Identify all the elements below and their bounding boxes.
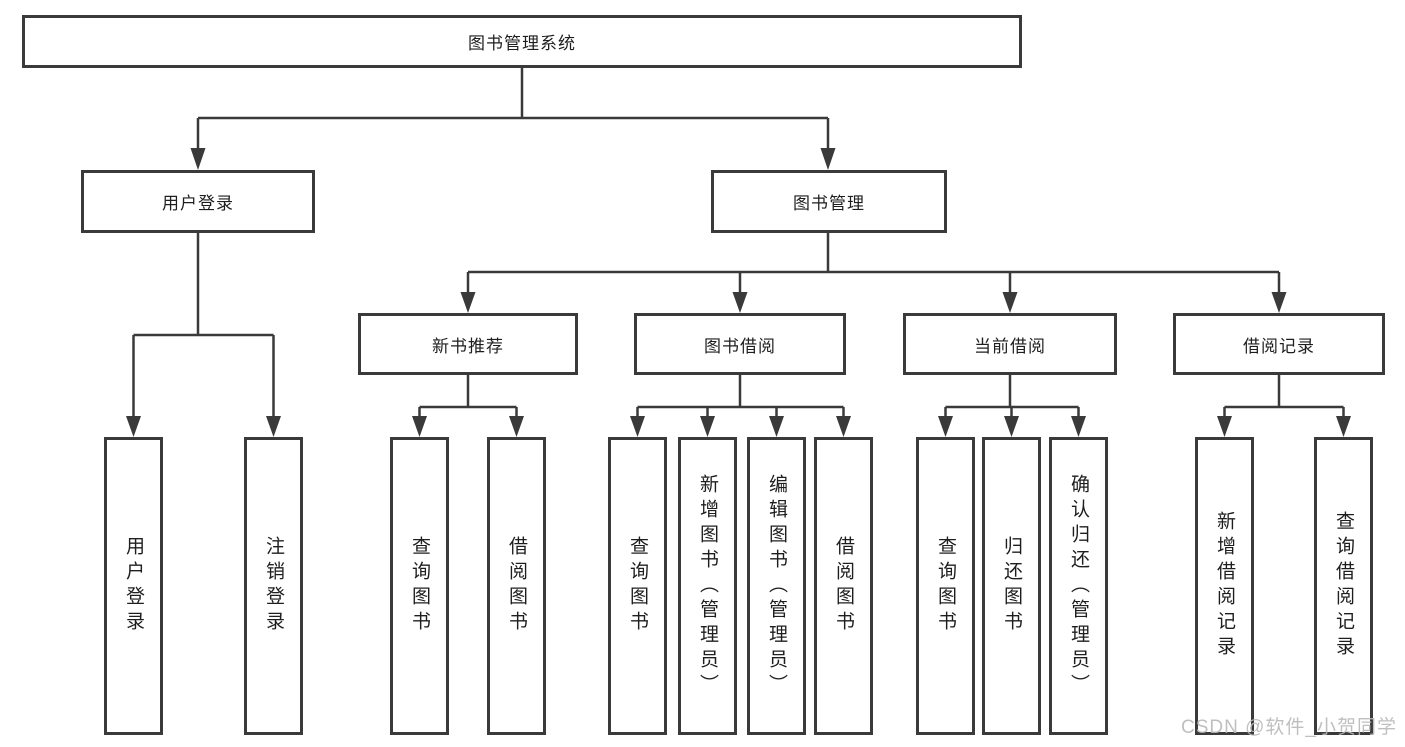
leaf-query-books-current: 查询图书 — [916, 437, 975, 735]
leaf-query-books-borrow: 查询图书 — [608, 437, 667, 735]
leaf-user-login: 用户登录 — [104, 437, 163, 735]
leaf-confirm-return-admin: 确认归还（管理员） — [1049, 437, 1108, 735]
node-book-management: 图书管理 — [711, 170, 947, 233]
node-new-book-recommend: 新书推荐 — [358, 313, 578, 375]
leaf-add-borrow-record-label: 新增借阅记录 — [1214, 511, 1235, 661]
watermark: CSDN @软件_小贺同学 — [1181, 717, 1397, 738]
leaf-borrow-books-recommend-label: 借阅图书 — [506, 536, 527, 636]
node-library-system: 图书管理系统 — [22, 15, 1022, 68]
node-library-system-label: 图书管理系统 — [468, 34, 576, 53]
leaf-logout: 注销登录 — [244, 437, 303, 735]
leaf-edit-book-admin-label: 编辑图书（管理员） — [766, 473, 787, 699]
leaf-query-books-recommend: 查询图书 — [390, 437, 449, 735]
leaf-user-login-label: 用户登录 — [123, 536, 144, 636]
leaf-borrow-books: 借阅图书 — [814, 437, 873, 735]
leaf-add-borrow-record: 新增借阅记录 — [1195, 437, 1254, 735]
leaf-confirm-return-admin-label: 确认归还（管理员） — [1068, 473, 1089, 699]
leaf-query-books-borrow-label: 查询图书 — [627, 536, 648, 636]
node-book-management-label: 图书管理 — [793, 194, 865, 213]
node-new-book-recommend-label: 新书推荐 — [432, 336, 504, 356]
leaf-borrow-books-recommend: 借阅图书 — [487, 437, 546, 735]
node-user-login-label: 用户登录 — [162, 194, 234, 213]
node-book-borrow: 图书借阅 — [634, 313, 846, 375]
leaf-query-books-current-label: 查询图书 — [935, 536, 956, 636]
node-book-borrow-label: 图书借阅 — [704, 336, 776, 356]
leaf-return-book-label: 归还图书 — [1001, 536, 1022, 636]
arrowheads — [126, 148, 1351, 437]
leaf-edit-book-admin: 编辑图书（管理员） — [747, 437, 806, 735]
leaf-query-borrow-record: 查询借阅记录 — [1314, 437, 1373, 735]
node-current-borrow-label: 当前借阅 — [974, 336, 1046, 356]
node-borrow-records-label: 借阅记录 — [1243, 336, 1315, 356]
leaf-add-book-admin: 新增图书（管理员） — [678, 437, 737, 735]
leaf-borrow-books-label: 借阅图书 — [833, 536, 854, 636]
connector-paths — [132, 68, 1345, 418]
node-borrow-records: 借阅记录 — [1173, 313, 1385, 375]
leaf-add-book-admin-label: 新增图书（管理员） — [697, 473, 718, 699]
leaf-logout-label: 注销登录 — [263, 536, 284, 636]
node-current-borrow: 当前借阅 — [903, 313, 1117, 375]
leaf-query-borrow-record-label: 查询借阅记录 — [1333, 511, 1354, 661]
node-user-login: 用户登录 — [81, 170, 315, 233]
leaf-return-book: 归还图书 — [982, 437, 1041, 735]
leaf-query-books-recommend-label: 查询图书 — [409, 536, 430, 636]
